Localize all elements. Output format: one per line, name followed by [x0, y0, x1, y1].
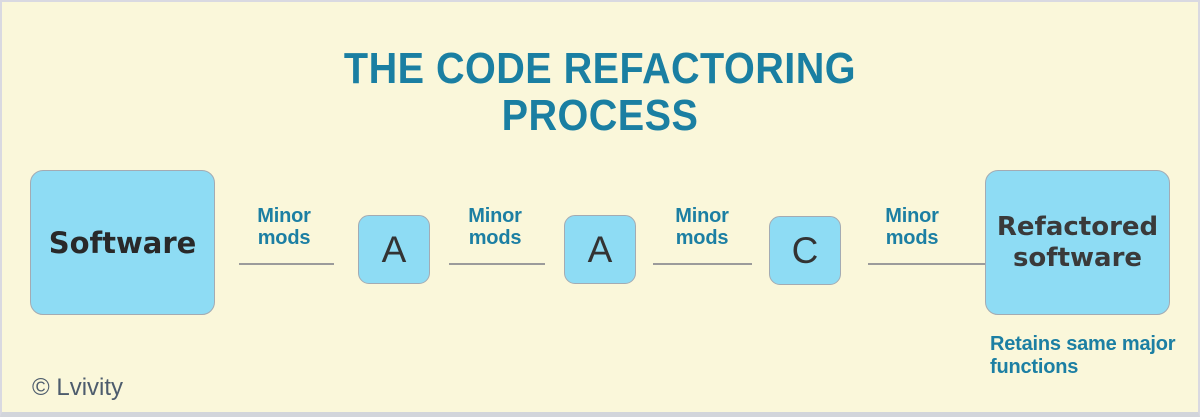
step-box-a1-label: A [381, 228, 407, 270]
step-box-a1: A [358, 215, 430, 284]
title-line-2: PROCESS [501, 90, 699, 140]
title-line-1: THE CODE REFACTORING [343, 44, 857, 93]
connector-line-1 [239, 263, 334, 265]
connector-line-4 [868, 263, 985, 265]
page-title: THE CODE REFACTORING PROCESS [62, 44, 1138, 140]
end-box-note: Retains same major functions [990, 333, 1176, 378]
software-start-label: Software [48, 225, 197, 260]
connector-label-2: Minor mods [468, 205, 522, 249]
connector-line-3 [653, 263, 752, 265]
step-box-c-label: C [791, 229, 819, 271]
connector-line-2 [449, 263, 545, 265]
step-box-a2: A [564, 215, 636, 284]
step-box-c: C [769, 216, 841, 285]
connector-label-1: Minor mods [257, 205, 311, 249]
step-box-a2-label: A [587, 228, 613, 270]
refactored-software-end-box: Refactored software [985, 170, 1170, 315]
connector-label-4: Minor mods [885, 205, 939, 249]
connector-label-3: Minor mods [675, 205, 729, 249]
refactored-software-label: Refactored software [996, 211, 1159, 273]
copyright-text: © Lvivity [32, 374, 124, 401]
software-start-box: Software [30, 170, 215, 315]
